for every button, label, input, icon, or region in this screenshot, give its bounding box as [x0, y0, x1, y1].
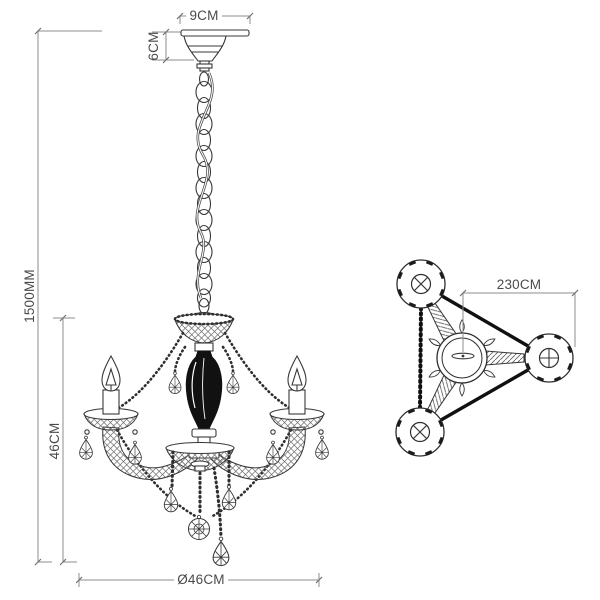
dimension-arm-spread: 230CM — [459, 277, 579, 352]
lamp-head-right — [523, 332, 575, 384]
top-view: 230CM — [394, 258, 579, 458]
overall-height-label: 1500MM — [22, 269, 37, 323]
canopy-width-label: 9CM — [189, 8, 218, 23]
garland-triangle — [418, 294, 529, 422]
fixture-height-label: 46CM — [47, 423, 62, 460]
bottom-drop-crystal — [212, 536, 230, 567]
crown-bowl — [173, 311, 235, 344]
arm-spread-label: 230CM — [497, 277, 542, 292]
fixture-diameter-label: Ø46CM — [177, 572, 225, 587]
front-view: 1500MM 46CM 9CM 6CM Ø46CM — [22, 8, 328, 587]
left-candle-arm — [80, 333, 197, 517]
hanging-chain — [195, 71, 214, 315]
dimension-canopy-width: 9CM — [176, 8, 254, 24]
lower-bowl — [165, 441, 235, 472]
bottom-ball-crystal — [188, 514, 210, 540]
canopy-height-label: 6CM — [146, 31, 161, 60]
bottom-crystal-strands — [163, 450, 237, 567]
ceiling-canopy — [180, 29, 250, 72]
center-column — [185, 342, 223, 459]
lamp-head-bottom-left — [394, 406, 446, 458]
dimension-canopy-height: 6CM — [146, 28, 194, 64]
dimension-fixture-diameter: Ø46CM — [75, 572, 323, 587]
dimension-overall-height: 1500MM — [22, 27, 102, 566]
center-hub — [427, 319, 497, 397]
dimension-fixture-height: 46CM — [47, 314, 77, 566]
lamp-head-top-left — [395, 258, 447, 310]
